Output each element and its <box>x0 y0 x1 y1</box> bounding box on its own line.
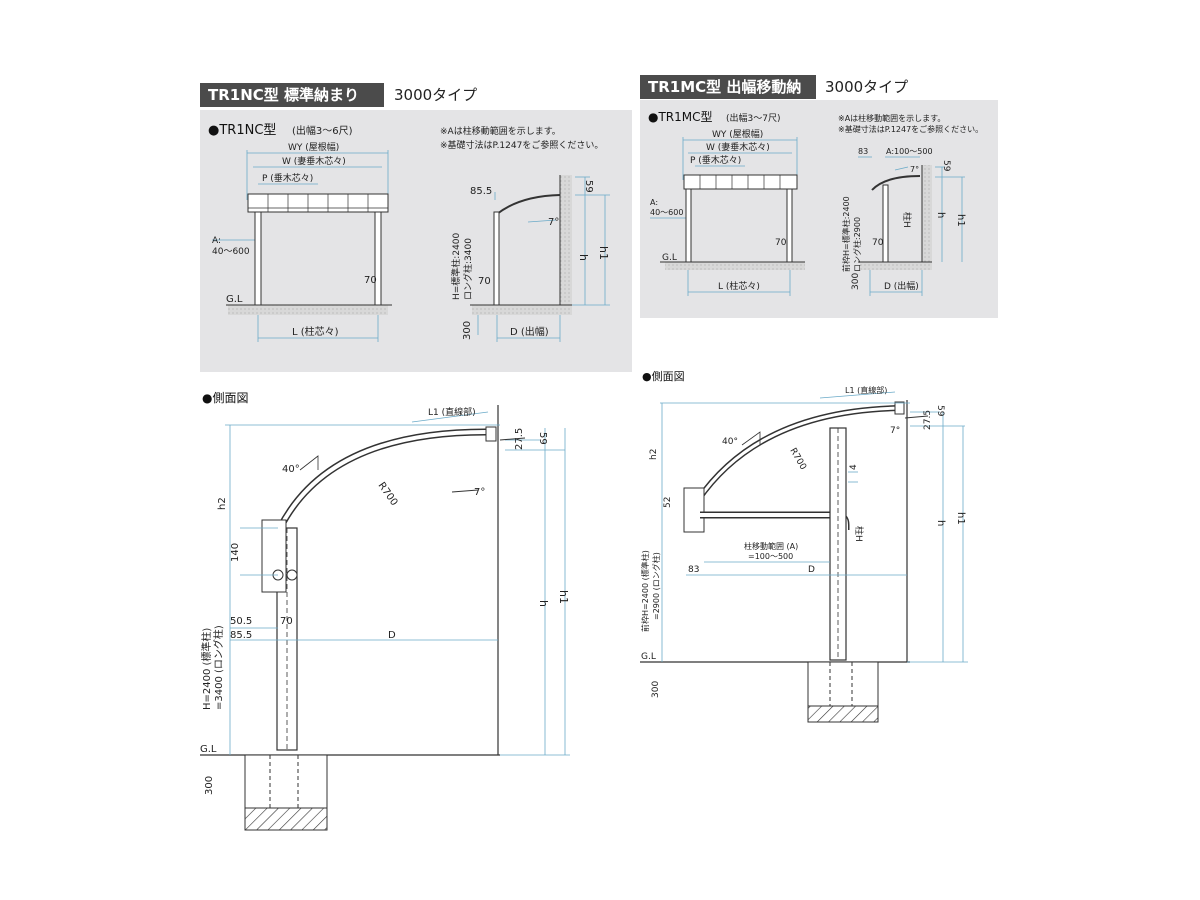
right-note-2: ※基礎寸法はP.1247をご参照ください。 <box>838 124 983 134</box>
left-large-505: 50.5 <box>230 616 252 627</box>
left-large-h2: h2 <box>217 497 228 510</box>
left-large-r700: R700 <box>376 480 400 508</box>
left-front-a1: A: <box>212 236 221 246</box>
left-large-70: 70 <box>280 616 293 627</box>
left-large-h1: h1 <box>557 590 570 604</box>
left-small-h: h <box>577 254 590 261</box>
right-front-view: ●TR1MC型 (出幅3～7尺) WY (屋根幅) W (妻垂木芯々) P (垂… <box>648 110 805 296</box>
right-large-pillar: 柱H <box>853 526 865 542</box>
right-small-hlabel2: ロング柱:2900 <box>852 217 862 272</box>
left-front-gl: G.L <box>226 294 243 305</box>
left-small-d: D (出幅) <box>510 325 549 338</box>
left-small-855: 85.5 <box>470 186 492 197</box>
right-front-p: P (垂木芯々) <box>690 154 741 166</box>
right-small-83: 83 <box>858 147 868 156</box>
left-large-40: 40° <box>282 464 300 475</box>
right-small-h1: h1 <box>955 214 966 227</box>
right-large-l1: L1 (直線部) <box>845 385 887 395</box>
right-front-wy: WY (屋根幅) <box>712 128 763 140</box>
left-front-wy: WY (屋根幅) <box>288 141 339 153</box>
left-large-l1: L1 (直線部) <box>428 406 476 418</box>
left-front-title: ●TR1NC型 <box>208 123 276 138</box>
right-large-7: 7° <box>890 426 900 436</box>
right-small-59: 59 <box>941 160 951 172</box>
left-large-275: 27.5 <box>514 428 525 450</box>
left-large-59: 59 <box>537 432 548 445</box>
right-side-large: ●側面図 L1 <box>640 370 968 723</box>
right-large-hlabel1: 前枠H=2400 (標準柱) <box>640 550 650 632</box>
right-large-gl: G.L <box>641 652 656 662</box>
left-small-h1: h1 <box>597 246 610 260</box>
left-small-300: 300 <box>462 321 473 340</box>
right-small-d: D (出幅) <box>884 280 919 292</box>
left-note-1: ※Aは柱移動範囲を示します。 <box>440 125 561 137</box>
right-large-h1: h1 <box>955 512 966 525</box>
left-front-view: ●TR1NC型 (出幅3～6尺) WY (屋根幅) W (妻垂木芯々) P (垂… <box>208 123 392 342</box>
left-large-h: h <box>537 600 550 607</box>
left-small-hlabel2: ロング柱:3400 <box>462 238 474 300</box>
right-large-275: 27.5 <box>923 410 933 430</box>
right-large-40: 40° <box>722 437 738 447</box>
right-small-pillar: 柱H <box>901 212 913 228</box>
right-large-83: 83 <box>688 565 699 575</box>
left-small-angle: 7° <box>548 217 559 228</box>
right-large-hlabel2: =2900 (ロング柱) <box>651 552 661 620</box>
right-small-hlabel1: 前枠H=標準柱:2400 <box>841 196 851 272</box>
left-large-title: ●側面図 <box>202 391 248 405</box>
right-large-59: 59 <box>935 405 945 417</box>
left-large-7: 7° <box>474 487 485 498</box>
left-large-hlabel1: H=2400 (標準柱) <box>200 628 213 710</box>
left-large-300: 300 <box>204 776 215 795</box>
right-small-a: A:100～500 <box>886 147 933 156</box>
left-small-70: 70 <box>478 276 491 287</box>
right-notes: ※Aは柱移動範囲を示します。 ※基礎寸法はP.1247をご参照ください。 <box>838 113 983 134</box>
left-header: TR1NC型 標準納まり <box>200 83 384 107</box>
right-side-small: 83 A:100～500 7° 70 D (出幅) 59 h h1 柱H 前枠H… <box>841 147 966 296</box>
right-front-gl: G.L <box>662 253 677 263</box>
left-front-70: 70 <box>364 275 377 286</box>
right-large-range2: =100～500 <box>748 552 793 561</box>
left-side-small: 85.5 7° 70 D (出幅) 59 h h1 H=標準柱:2400 ロング… <box>450 175 610 342</box>
left-large-d: D <box>388 630 396 641</box>
left-front-w: W (妻垂木芯々) <box>282 155 346 167</box>
right-front-70: 70 <box>775 238 787 248</box>
right-front-a2: 40～600 <box>650 208 683 217</box>
right-type-label: 3000タイプ <box>825 78 909 96</box>
left-large-hlabel2: =3400 (ロング柱) <box>212 625 225 710</box>
right-large-h2: h2 <box>649 449 659 460</box>
left-front-range: (出幅3～6尺) <box>292 124 353 137</box>
right-front-a1: A: <box>650 198 658 207</box>
left-small-hlabel1: H=標準柱:2400 <box>450 232 462 300</box>
right-small-h: h <box>935 212 946 218</box>
left-large-140: 140 <box>230 543 241 562</box>
left-large-gl: G.L <box>200 744 217 755</box>
right-large-title: ●側面図 <box>642 370 685 383</box>
right-large-r700: R700 <box>787 447 808 473</box>
right-front-title: ●TR1MC型 <box>648 110 713 124</box>
left-front-l: L (柱芯々) <box>292 325 339 338</box>
right-large-52: 52 <box>663 497 673 508</box>
left-side-large: ●側面図 <box>200 391 570 831</box>
left-type-label: 3000タイプ <box>394 86 478 104</box>
left-front-a2: 40～600 <box>212 247 250 257</box>
right-note-1: ※Aは柱移動範囲を示します。 <box>838 113 945 123</box>
right-large-4: 4 <box>849 464 859 470</box>
left-small-59: 59 <box>583 180 594 193</box>
left-front-p: P (垂木芯々) <box>262 172 313 184</box>
right-top-panel <box>640 100 998 318</box>
right-large-d: D <box>808 565 815 575</box>
right-small-angle: 7° <box>910 165 919 174</box>
right-small-70: 70 <box>872 238 884 248</box>
right-small-300: 300 <box>851 273 861 290</box>
right-front-range: (出幅3～7尺) <box>726 112 780 124</box>
right-large-h: h <box>935 520 946 526</box>
right-large-300: 300 <box>651 681 661 698</box>
right-front-w: W (妻垂木芯々) <box>706 141 770 153</box>
left-large-855: 85.5 <box>230 630 252 641</box>
left-notes: ※Aは柱移動範囲を示します。 ※基礎寸法はP.1247をご参照ください。 <box>440 125 603 151</box>
left-note-2: ※基礎寸法はP.1247をご参照ください。 <box>440 139 603 151</box>
right-front-l: L (柱芯々) <box>718 280 760 292</box>
right-large-range1: 柱移動範囲 (A) <box>744 541 798 551</box>
